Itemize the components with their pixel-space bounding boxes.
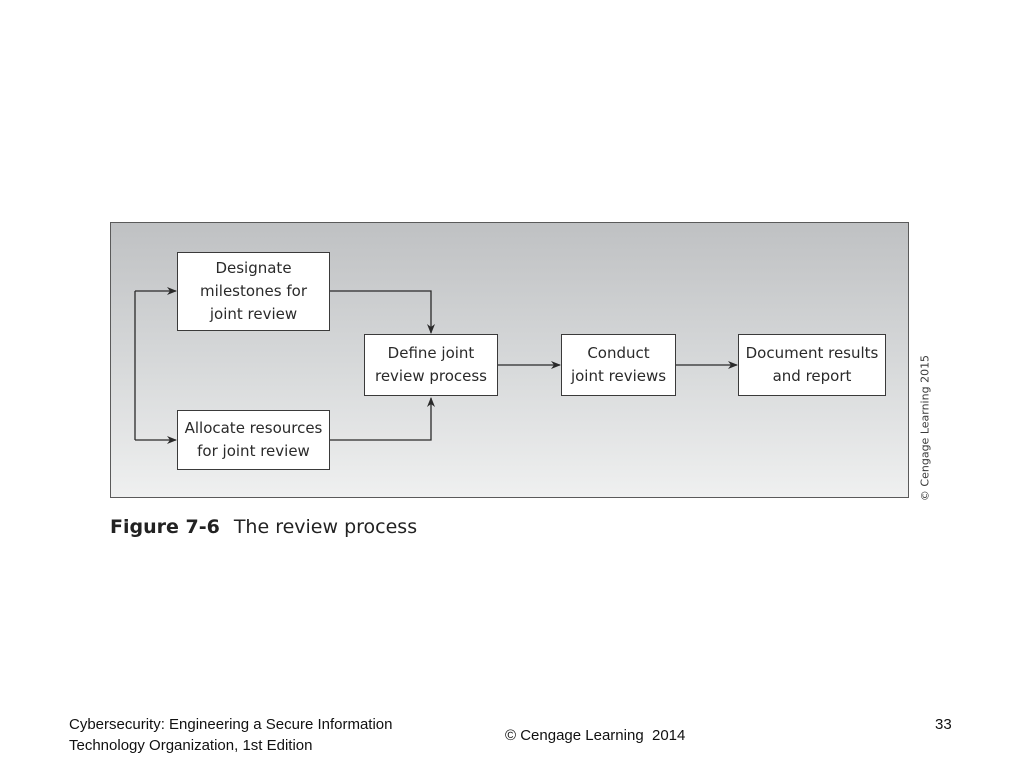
footer-book-line-2: Technology Organization, 1st Edition: [69, 737, 313, 754]
footer-copyright: © Cengage Learning 2014: [505, 727, 686, 744]
figure-caption: Figure 7-6 The review process: [110, 516, 417, 538]
page-number: 33: [935, 716, 952, 733]
footer-book-title: Cybersecurity: Engineering a Secure Info…: [69, 714, 393, 756]
figure-title: The review process: [233, 516, 418, 538]
node-document-results: Document results and report: [738, 334, 886, 396]
node-allocate-resources: Allocate resources for joint review: [177, 410, 330, 470]
node-designate-milestones: Designate milestones for joint review: [177, 252, 330, 331]
image-credit-text: © Cengage Learning 2015: [918, 354, 932, 502]
node-conduct-reviews: Conduct joint reviews: [561, 334, 676, 396]
footer-book-line-1: Cybersecurity: Engineering a Secure Info…: [69, 716, 393, 733]
node-define-review-process: Define joint review process: [364, 334, 498, 396]
figure-number: Figure 7-6: [110, 516, 220, 538]
